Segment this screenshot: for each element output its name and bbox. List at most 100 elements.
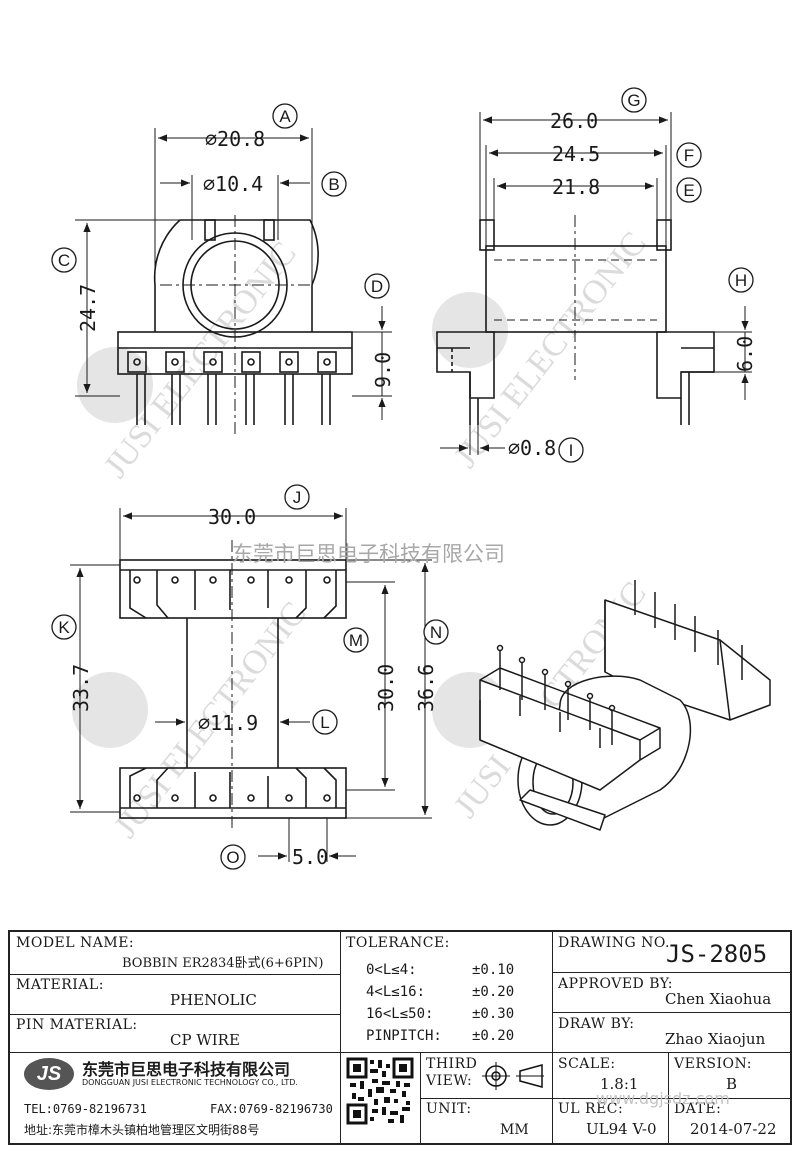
- bubble-letter-C: C: [58, 251, 70, 270]
- bubble-letter-J: J: [293, 488, 302, 507]
- version-label: VERSION:: [674, 1056, 752, 1072]
- company-name-en: DONGGUAN JUSI ELECTRONIC TECHNOLOGY CO.,…: [82, 1078, 298, 1087]
- bubble-B: [321, 171, 347, 197]
- company-logo: JS: [24, 1058, 74, 1090]
- dim-value-K: 33.7: [69, 664, 93, 712]
- divider-h2: [10, 1014, 340, 1015]
- watermark-logo-2: [432, 292, 508, 368]
- dim-value-H: 6.0: [733, 336, 757, 372]
- front-view: [75, 128, 392, 435]
- date-label: DATE:: [674, 1101, 722, 1117]
- bubble-letter-D: D: [371, 277, 383, 296]
- dim-value-I: ⌀0.8: [508, 436, 556, 460]
- tolerance-value-1: ±0.10: [472, 962, 515, 978]
- bubble-letter-F: F: [684, 146, 694, 165]
- bubble-M: [343, 627, 369, 653]
- dim-value-D: 9.0: [371, 352, 395, 388]
- divider-v4: [668, 1052, 669, 1143]
- divider-h3: [10, 1052, 792, 1053]
- title-block: MODEL NAME: BOBBIN ER2834卧式(6+6PIN) MATE…: [8, 930, 792, 1145]
- bubble-letter-O: O: [226, 848, 239, 867]
- bubble-A: [272, 103, 298, 129]
- third-view-label: THIRD VIEW:: [426, 1056, 478, 1089]
- tolerance-range-4: PINPITCH:: [366, 1028, 442, 1044]
- scale-value: 1.8:1: [600, 1075, 639, 1093]
- bubble-letter-M: M: [349, 631, 363, 650]
- divider-v1: [340, 932, 341, 1143]
- bubble-letter-B: B: [328, 175, 339, 194]
- scale-label: SCALE:: [558, 1056, 616, 1072]
- bubble-D: [364, 273, 390, 299]
- bubble-N: [423, 619, 449, 645]
- bubble-letter-I: I: [569, 441, 574, 460]
- divider-h4: [552, 972, 792, 973]
- divider-v3: [420, 1052, 421, 1143]
- tolerance-range-3: 16<L≤50:: [366, 1006, 434, 1022]
- bubble-letter-G: G: [627, 91, 640, 110]
- bubble-I: [558, 437, 584, 463]
- model-name-value: BOBBIN ER2834卧式(6+6PIN): [122, 956, 324, 971]
- side-view: [436, 112, 752, 455]
- bubble-letter-H: H: [735, 271, 747, 290]
- material-label: MATERIAL:: [16, 977, 104, 993]
- draw-by-label: DRAW BY:: [558, 1016, 635, 1032]
- bubble-K: [51, 614, 77, 640]
- company-fax: FAX:0769-82196730: [210, 1102, 333, 1116]
- bubble-O: [220, 844, 246, 870]
- callout-bubbles: [51, 87, 754, 870]
- dim-value-B: ⌀10.4: [203, 172, 263, 196]
- bubble-L: [312, 709, 338, 735]
- tolerance-label: TOLERANCE:: [346, 935, 450, 951]
- bubble-H: [728, 267, 754, 293]
- approved-by-value: Chen Xiaohua: [665, 990, 772, 1008]
- dim-value-A: ⌀20.8: [205, 127, 265, 151]
- drawing-no-value: JS-2805: [666, 940, 768, 968]
- tolerance-value-2: ±0.20: [472, 984, 515, 1000]
- front-pins: [127, 351, 337, 425]
- bubble-letter-E: E: [683, 181, 694, 200]
- tolerance-value-4: ±0.20: [472, 1028, 515, 1044]
- tolerance-value-3: ±0.30: [472, 1006, 515, 1022]
- qr-code-icon: [346, 1057, 414, 1125]
- bubble-F: [676, 142, 702, 168]
- approved-by-label: APPROVED BY:: [558, 976, 673, 992]
- bubble-letter-L: L: [320, 713, 329, 732]
- divider-h5: [552, 1012, 792, 1013]
- unit-label: UNIT:: [426, 1101, 472, 1117]
- dim-value-O: 5.0: [292, 845, 328, 869]
- dim-value-E: 21.8: [552, 175, 600, 199]
- bubble-G: [621, 87, 647, 113]
- watermark-logo-3: [72, 672, 148, 748]
- dim-value-J: 30.0: [208, 505, 256, 529]
- bubble-letter-N: N: [430, 623, 442, 642]
- dim-value-N: 36.6: [414, 664, 438, 712]
- technical-drawing: JUSI ELECTRONIC JUSI ELECTRONIC JUSI ELE…: [51, 87, 771, 870]
- bubble-letter-K: K: [58, 618, 70, 637]
- dim-value-M: 30.0: [374, 664, 398, 712]
- dim-value-L: ⌀11.9: [198, 711, 258, 735]
- company-tel: TEL:0769-82196731: [24, 1102, 147, 1116]
- dim-value-G: 26.0: [550, 109, 598, 133]
- draw-by-value: Zhao Xiaojun: [665, 1030, 766, 1048]
- ul-rec-value: UL94 V-0: [586, 1120, 657, 1138]
- divider-h6: [420, 1098, 792, 1099]
- bubble-J: [284, 484, 310, 510]
- top-view: [70, 508, 432, 862]
- version-value: B: [726, 1075, 738, 1093]
- isometric-view: [479, 580, 771, 831]
- company-address: 地址:东莞市樟木头镇柏地管理区文明街88号: [24, 1123, 260, 1137]
- dim-value-C: 24.7: [76, 284, 100, 332]
- company-name-cn: 东莞市巨思电子科技有限公司: [82, 1060, 291, 1079]
- watermark-logo-1: [77, 347, 153, 423]
- divider-v2: [552, 932, 553, 1143]
- dim-value-F: 24.5: [552, 142, 600, 166]
- pin-material-value: CP WIRE: [170, 1031, 240, 1049]
- bubble-C: [51, 247, 77, 273]
- material-value: PHENOLIC: [170, 991, 257, 1009]
- tolerance-range-1: 0<L≤4:: [366, 962, 417, 978]
- tolerance-range-2: 4<L≤16:: [366, 984, 426, 1000]
- drawing-no-label: DRAWING NO.: [558, 935, 670, 951]
- ul-rec-label: UL REC:: [558, 1101, 624, 1117]
- bubble-E: [676, 177, 702, 203]
- model-name-label: MODEL NAME:: [16, 935, 135, 951]
